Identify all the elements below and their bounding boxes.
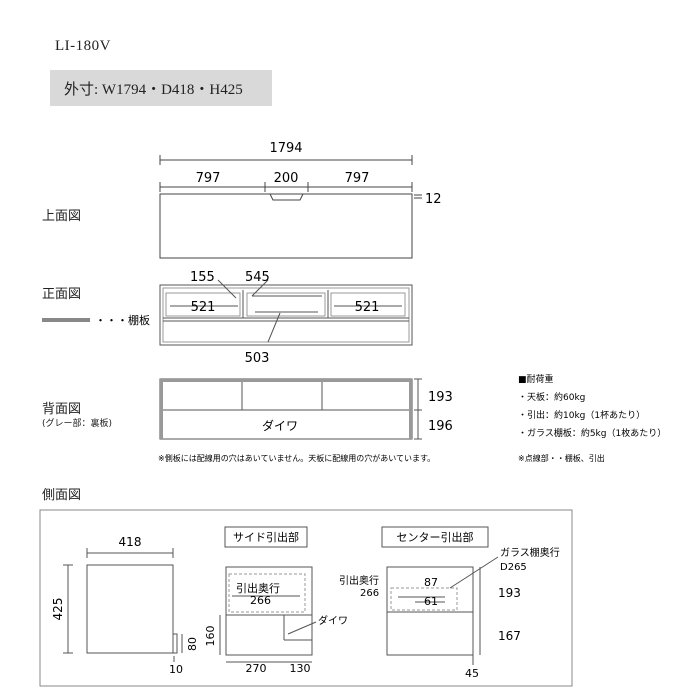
front-outer	[159, 284, 413, 346]
dim-80: 80	[186, 637, 199, 651]
leader-503	[267, 312, 281, 343]
glass-shelf-depth: ガラス棚奥行	[500, 546, 560, 559]
outer-dimensions: 外寸: W1794・D418・H425	[64, 82, 243, 98]
leader-155	[217, 279, 237, 299]
side-body	[86, 564, 174, 654]
glass-center	[246, 292, 326, 317]
dim-193-side: 193	[498, 586, 521, 600]
leader-glass	[449, 556, 499, 589]
side-daiwa: ダイワ	[318, 614, 348, 627]
dim-418: 418	[119, 535, 142, 549]
dim-130: 130	[290, 662, 311, 675]
dim-193: 193	[428, 390, 453, 405]
side-drawer-diagram	[219, 566, 317, 663]
dim-503: 503	[245, 351, 270, 366]
dim-160: 160	[204, 626, 217, 647]
leader-daiwa	[287, 621, 317, 635]
load-drawer: ・引出：約10kg（1杯あたり）	[518, 409, 645, 421]
dim-521-right: 521	[355, 300, 380, 315]
outer-dims-box	[50, 70, 272, 106]
shelf-legend-swatch	[42, 318, 90, 322]
back-view	[159, 378, 422, 440]
glass-right	[330, 292, 406, 317]
top-board	[159, 193, 413, 259]
side-drawer-body	[225, 566, 313, 656]
side-drawer-depth-label: 引出奥行	[236, 581, 280, 595]
dim-left: 797	[196, 171, 221, 186]
center-drawer-box	[390, 587, 458, 611]
leader-545	[251, 279, 269, 297]
back-view-label: 背面図	[42, 402, 82, 417]
top-view	[159, 155, 422, 259]
dim-270: 270	[246, 662, 267, 675]
note-dotted: ※点線部・・棚板、引出	[518, 453, 605, 463]
side-drawer-title-box	[224, 526, 308, 548]
front-inner	[162, 287, 410, 343]
dim-10: 10	[169, 663, 183, 676]
back-view-note: (グレー部：裏板)	[42, 419, 113, 429]
side-drawer-title: サイド引出部	[233, 530, 299, 544]
center-drawer-depth-label: 引出奥行	[339, 574, 379, 587]
dim-425: 425	[51, 598, 65, 621]
center-drawer-title-box	[381, 526, 489, 548]
load-top: ・天板：約60kg	[518, 391, 585, 403]
shelf-legend: ・・・棚板	[95, 313, 150, 327]
dim-521-left: 521	[191, 300, 216, 315]
center-drawer-title: センター引出部	[397, 530, 474, 544]
wiring-hole	[269, 193, 304, 201]
side-drawer-box	[228, 573, 306, 613]
dim-87: 87	[424, 576, 438, 589]
dim-thickness: 12	[425, 192, 442, 207]
side-view-main	[63, 548, 183, 662]
top-view-label: 上面図	[42, 209, 82, 224]
dim-196: 196	[428, 419, 453, 434]
back-daiwa: ダイワ	[262, 418, 298, 433]
note-wiring: ※側板には配線用の穴はあいていません。天板に配線用の穴があいています。	[158, 453, 435, 463]
model-number: LI-180V	[55, 38, 111, 54]
side-view-frame	[39, 509, 573, 687]
dim-545: 545	[245, 270, 270, 285]
center-drawer-diagram	[386, 556, 499, 665]
glass-left	[165, 292, 241, 317]
front-view	[159, 279, 413, 346]
dim-167: 167	[498, 629, 521, 643]
dim-266-center: 266	[360, 588, 379, 599]
dim-right: 797	[345, 171, 370, 186]
side-back-foot	[172, 633, 178, 654]
dim-45: 45	[465, 667, 479, 680]
dim-61: 61	[424, 595, 438, 608]
dim-155: 155	[190, 270, 215, 285]
front-view-label: 正面図	[42, 287, 82, 302]
side-view-label: 側面図	[42, 488, 82, 503]
load-title: ■耐荷重	[518, 373, 554, 385]
dim-total: 1794	[269, 141, 302, 156]
dim-center: 200	[274, 171, 299, 186]
center-drawer-body	[386, 566, 474, 656]
dim-266-side: 266	[250, 594, 271, 607]
load-glass: ・ガラス棚板：約5kg（1枚あたり）	[518, 427, 666, 439]
glass-shelf-d265: D265	[500, 562, 527, 573]
